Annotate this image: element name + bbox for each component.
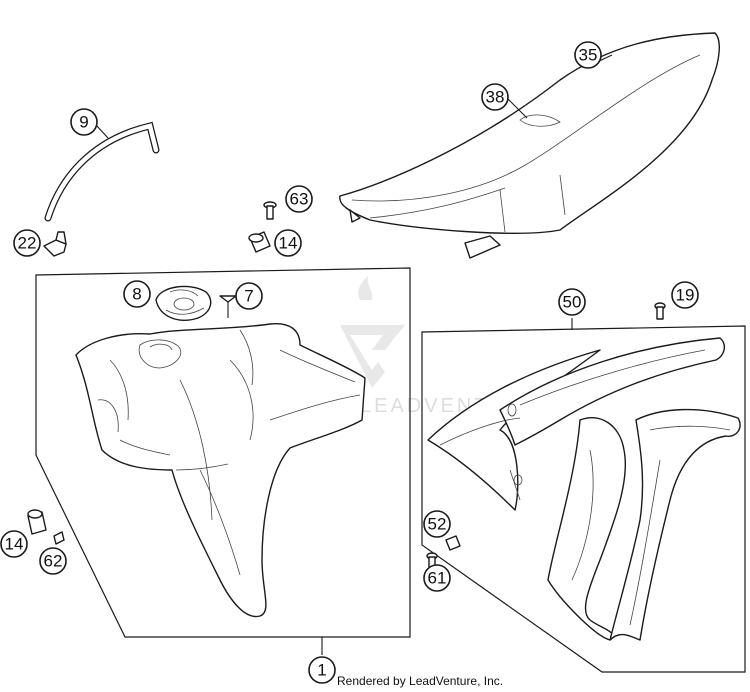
shroud-group-frame — [421, 325, 746, 673]
svg-text:1: 1 — [317, 661, 326, 680]
callout-52: 52 — [423, 510, 451, 538]
callout-8: 8 — [123, 280, 151, 308]
svg-text:61: 61 — [428, 569, 447, 588]
callout-61: 61 — [423, 564, 451, 592]
fuel-cap — [155, 285, 212, 321]
callout-35: 35 — [574, 41, 602, 69]
hose-fitting — [43, 231, 67, 257]
fuel-hose — [44, 121, 160, 222]
bushing-52 — [445, 535, 461, 551]
fuel-tank — [75, 323, 366, 618]
callout-38: 38 — [481, 83, 509, 111]
svg-text:52: 52 — [428, 515, 447, 534]
credit-text: Rendered by LeadVenture, Inc. — [337, 674, 503, 688]
callout-1: 1 — [308, 656, 336, 684]
tank-group-frame — [35, 267, 411, 638]
svg-text:35: 35 — [579, 46, 598, 65]
callout-22: 22 — [13, 229, 41, 257]
svg-text:50: 50 — [563, 293, 582, 312]
leader-9 — [95, 124, 109, 139]
bolt-63 — [263, 201, 277, 220]
callout-9: 9 — [70, 108, 98, 136]
svg-text:7: 7 — [244, 287, 253, 306]
svg-text:22: 22 — [18, 234, 37, 253]
svg-text:38: 38 — [486, 88, 505, 107]
svg-text:8: 8 — [132, 285, 141, 304]
shroud-front — [427, 337, 726, 511]
svg-text:19: 19 — [676, 286, 695, 305]
callout-50: 50 — [558, 288, 586, 316]
callout-7: 7 — [235, 282, 263, 310]
svg-text:63: 63 — [290, 190, 309, 209]
screw-7 — [219, 295, 237, 318]
screw-62 — [53, 531, 65, 545]
screw-19 — [654, 302, 666, 320]
svg-text:14: 14 — [279, 234, 298, 253]
callout-63: 63 — [285, 185, 313, 213]
callout-14-top: 14 — [274, 229, 302, 257]
callout-14-left: 14 — [0, 530, 28, 558]
svg-text:62: 62 — [44, 552, 63, 571]
callout-62: 62 — [39, 547, 67, 575]
bushing-14-top — [248, 231, 271, 253]
leader-38 — [506, 97, 528, 119]
bushing-14-left — [27, 509, 47, 535]
svg-text:14: 14 — [5, 535, 24, 554]
callout-19: 19 — [671, 281, 699, 309]
bolt-61 — [426, 552, 438, 568]
svg-text:9: 9 — [79, 113, 88, 132]
seat — [339, 32, 720, 259]
shroud-rear — [547, 408, 741, 641]
